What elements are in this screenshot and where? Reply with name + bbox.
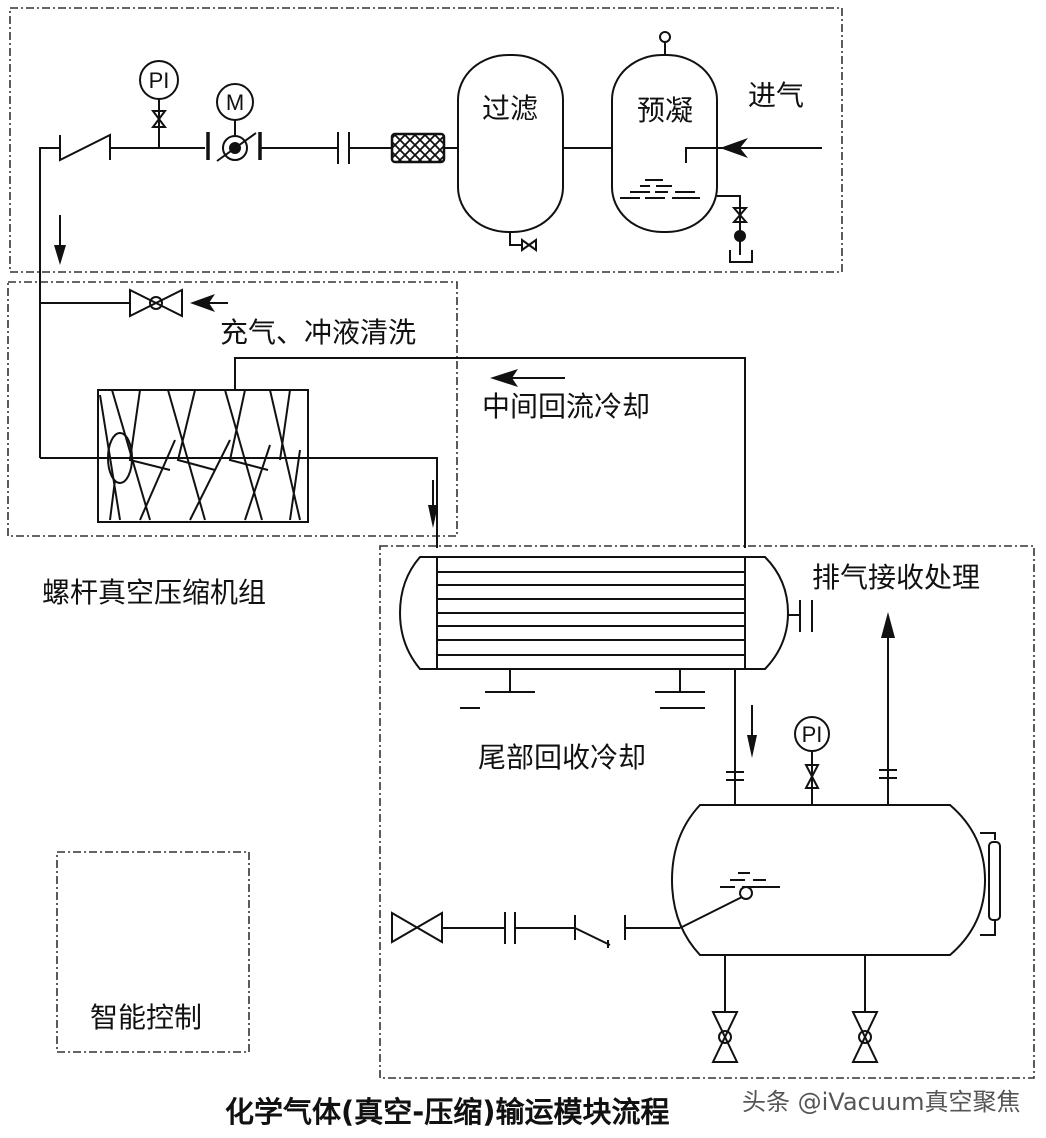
watermark: 头条 @iVacuum真空聚焦 bbox=[742, 1088, 1021, 1116]
purge-label: 充气、冲液清洗 bbox=[220, 316, 416, 349]
flange-icon bbox=[337, 132, 350, 164]
pi-label: PI bbox=[149, 68, 170, 93]
heat-exchanger-icon bbox=[398, 556, 813, 709]
cooling-module-box bbox=[379, 545, 1035, 1079]
intake-pipeline: PI M 过滤 预凝 bbox=[39, 31, 822, 458]
flow-arrow-icon bbox=[54, 215, 66, 265]
flange-icon bbox=[504, 912, 516, 944]
screw-rotor-icon bbox=[97, 389, 309, 523]
inlet-label: 进气 bbox=[748, 79, 804, 112]
receiver-tank-icon bbox=[391, 804, 1001, 1063]
filter-label: 过滤 bbox=[482, 92, 538, 125]
flow-arrow-icon bbox=[428, 480, 438, 528]
flow-arrow-icon bbox=[881, 612, 895, 805]
motor-label: M bbox=[226, 90, 244, 115]
check-valve-icon bbox=[59, 133, 111, 162]
flow-arrow-icon bbox=[720, 138, 748, 158]
control-box bbox=[56, 851, 250, 1053]
pi-label: PI bbox=[802, 722, 823, 747]
screw-compressor-unit: 充气、冲液清洗 中间回流冷却 bbox=[40, 288, 746, 548]
pressure-gauge-icon: PI bbox=[139, 60, 179, 148]
flange-icon bbox=[726, 769, 897, 781]
drain-valve-icon bbox=[711, 1011, 739, 1063]
exhaust-label: 排气接收处理 bbox=[812, 561, 980, 594]
flow-arrow-icon bbox=[490, 369, 565, 387]
tail-cooling-label: 尾部回收冷却 bbox=[478, 741, 646, 774]
flow-arrow-icon bbox=[190, 294, 228, 312]
intake-module-box bbox=[9, 7, 843, 273]
flow-arrow-icon bbox=[747, 705, 757, 758]
gate-valve-icon bbox=[129, 288, 183, 318]
pressure-gauge-icon: PI bbox=[794, 716, 830, 805]
motor-valve-icon: M bbox=[206, 83, 262, 162]
intermediate-cooling-label: 中间回流冷却 bbox=[482, 390, 650, 423]
filter-vessel: 过滤 bbox=[457, 54, 564, 252]
diagram-title: 化学气体(真空-压缩)输运模块流程 bbox=[225, 1095, 670, 1129]
screw-unit-box bbox=[7, 281, 458, 537]
precondense-vessel: 预凝 bbox=[611, 31, 822, 263]
precondense-label: 预凝 bbox=[637, 94, 693, 127]
control-label: 智能控制 bbox=[90, 1001, 202, 1034]
level-gauge-icon bbox=[980, 832, 1001, 936]
strainer-icon bbox=[390, 132, 446, 164]
drain-valve-icon bbox=[851, 1011, 879, 1063]
gate-valve-icon bbox=[391, 911, 443, 944]
screw-unit-label: 螺杆真空压缩机组 bbox=[42, 576, 266, 609]
